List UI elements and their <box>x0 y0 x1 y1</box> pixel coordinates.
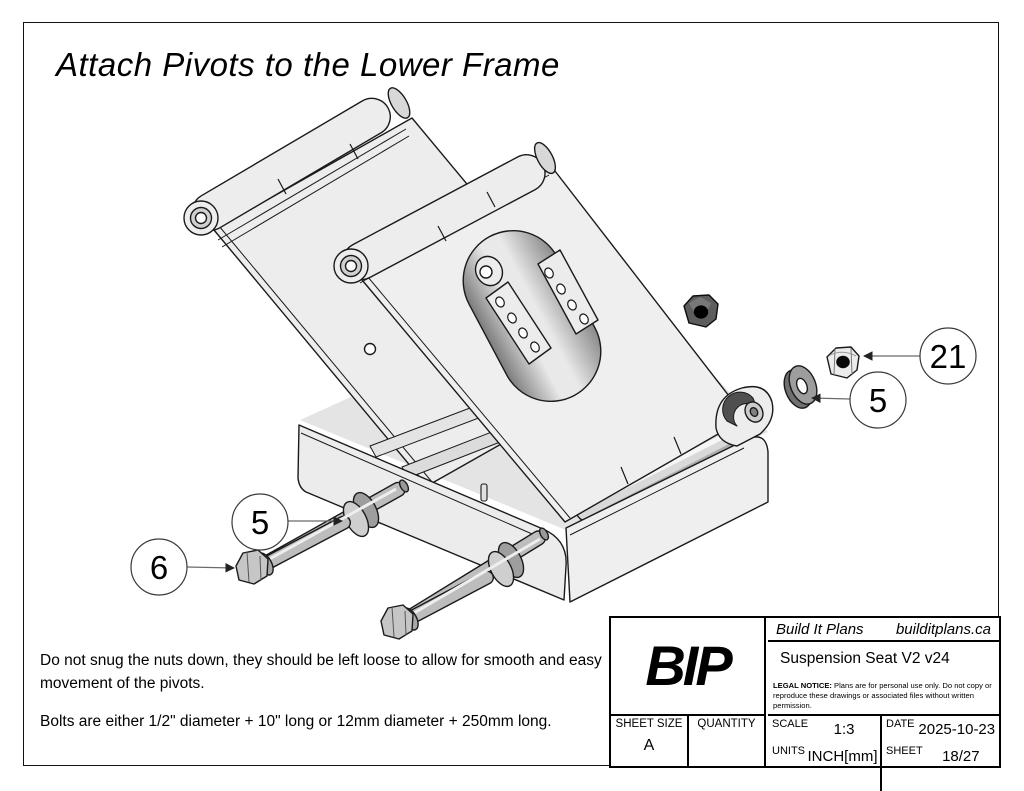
legal-notice-text: Plans are for personal use only. Do not … <box>773 681 992 711</box>
pivot-bracket <box>462 229 602 403</box>
quantity-cell: QUANTITY <box>689 716 766 766</box>
company-website: builditplans.ca <box>895 620 991 638</box>
note-nuts: Do not snug the nuts down, they should b… <box>40 652 602 692</box>
sheet-size-cell: SHEET SIZE A <box>611 716 689 766</box>
legal-notice: LEGAL NOTICE: Plans are for personal use… <box>773 681 996 711</box>
units-label: UNITS <box>772 745 805 757</box>
leader-5-right <box>811 393 851 404</box>
logo-cell: BIP <box>611 618 766 716</box>
bip-logo: BIP <box>645 634 732 697</box>
sheet-value: 18/27 <box>942 748 980 765</box>
page-title: Attach Pivots to the Lower Frame <box>56 46 560 83</box>
pivot-bolt-1 <box>235 479 410 585</box>
balloon-6-label: 6 <box>150 549 168 586</box>
quantity-label: QUANTITY <box>697 718 756 730</box>
sheet-cell: SHEET 18/27 <box>882 743 999 791</box>
balloon-5-right-label: 5 <box>869 382 887 419</box>
quantity-value <box>689 730 764 737</box>
bolt-1-head <box>235 549 269 585</box>
legal-notice-label: LEGAL NOTICE: <box>773 681 832 691</box>
washer-on-bolt-1 <box>342 491 380 538</box>
lock-nut <box>826 346 860 379</box>
bolt-2-head <box>380 604 414 640</box>
title-block: BIP Build It Plans builditplans.ca Suspe… <box>609 616 1001 791</box>
bracket-holes <box>495 267 589 353</box>
bracket-tab-hole <box>479 265 493 279</box>
date-label: DATE <box>886 718 915 730</box>
date-cell: DATE 2025-10-23 <box>882 716 999 791</box>
project-cell: Suspension Seat V2 v24 LEGAL NOTICE: Pla… <box>768 642 999 716</box>
frame-slot <box>480 483 488 502</box>
balloon-6 <box>130 538 188 596</box>
sheet-size-value: A <box>643 737 655 754</box>
company-row: Build It Plans builditplans.ca <box>768 618 999 642</box>
units-value: INCH[mm] <box>807 748 878 765</box>
balloon-21-label: 21 <box>930 338 967 375</box>
date-value: 2025-10-23 <box>918 721 996 738</box>
balloon-5-right <box>849 371 907 429</box>
balloon-21 <box>919 327 977 385</box>
balloon-5-left <box>231 493 289 551</box>
leader-6 <box>186 563 235 573</box>
scale-value: 1:3 <box>833 721 855 738</box>
company-name: Build It Plans <box>776 620 864 638</box>
pivot-bolt-2 <box>380 527 550 640</box>
balloon-5-left-label: 5 <box>251 504 269 541</box>
sheet-border <box>23 22 999 766</box>
flat-washer <box>783 365 818 409</box>
sheet-size-label: SHEET SIZE <box>615 718 683 730</box>
units-cell: UNITS INCH[mm] <box>768 743 882 791</box>
notes: Do not snug the nuts down, they should b… <box>40 650 618 734</box>
plate-hole <box>363 342 377 356</box>
sheet-label: SHEET <box>886 745 923 757</box>
scale-label: SCALE <box>772 718 809 730</box>
lock-nut-installed <box>683 294 719 328</box>
project-title: Suspension Seat V2 v24 <box>780 650 950 667</box>
note-bolts: Bolts are either 1/2" diameter + 10" lon… <box>40 713 552 730</box>
frame-corner-pivot <box>715 385 774 447</box>
callouts <box>130 327 977 596</box>
